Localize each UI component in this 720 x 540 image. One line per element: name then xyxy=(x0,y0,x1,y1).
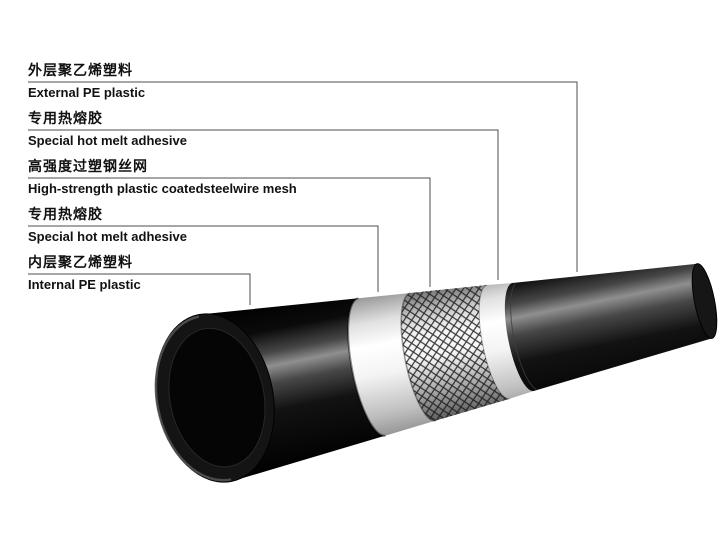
label-inner-adhesive: 专用热熔胶 Special hot melt adhesive xyxy=(28,206,187,245)
label-internal-pe-en: Internal PE plastic xyxy=(28,277,141,292)
pipe-section-inner-adhesive xyxy=(348,293,436,436)
layer-edge-rim-2 xyxy=(400,292,436,422)
label-steel-wire-mesh: 高强度过塑钢丝网 High-strength plastic coatedste… xyxy=(28,158,297,197)
label-external-pe: 外层聚乙烯塑料 External PE plastic xyxy=(28,62,145,101)
label-internal-pe-zh: 内层聚乙烯塑料 xyxy=(28,254,133,270)
pipe-section-mesh-shading xyxy=(401,284,510,421)
leader-line-external-pe xyxy=(28,81,578,272)
pipe-section-outer-adhesive xyxy=(479,283,534,399)
pipe-end-cap-right xyxy=(691,263,718,339)
leader-line-internal-pe xyxy=(28,273,251,305)
label-external-pe-en: External PE plastic xyxy=(28,85,146,100)
label-outer-adhesive: 专用热熔胶 Special hot melt adhesive xyxy=(28,110,187,149)
label-inner-adhesive-zh: 专用热熔胶 xyxy=(28,206,103,222)
label-internal-pe: 内层聚乙烯塑料 Internal PE plastic xyxy=(28,254,141,293)
pipe-mouth-rim-highlight xyxy=(154,315,232,482)
label-outer-adhesive-zh: 专用热熔胶 xyxy=(28,110,103,126)
pipe-section-external-pe xyxy=(504,263,712,391)
layer-edge-rim-1 xyxy=(347,297,386,437)
layer-edge-rim-4 xyxy=(510,283,537,390)
leader-line-outer-adhesive xyxy=(28,129,499,280)
layer-edge-rim-3 xyxy=(478,284,510,400)
label-external-pe-zh: 外层聚乙烯塑料 xyxy=(28,62,133,78)
leader-line-inner-adhesive xyxy=(28,225,379,292)
label-steel-wire-mesh-zh: 高强度过塑钢丝网 xyxy=(28,158,148,174)
label-inner-adhesive-en: Special hot melt adhesive xyxy=(28,229,187,244)
label-outer-adhesive-en: Special hot melt adhesive xyxy=(28,133,187,148)
leader-line-steel-wire-mesh xyxy=(28,177,431,287)
label-steel-wire-mesh-en: High-strength plastic coatedsteelwire me… xyxy=(28,181,297,196)
pipe-bore xyxy=(168,327,266,468)
